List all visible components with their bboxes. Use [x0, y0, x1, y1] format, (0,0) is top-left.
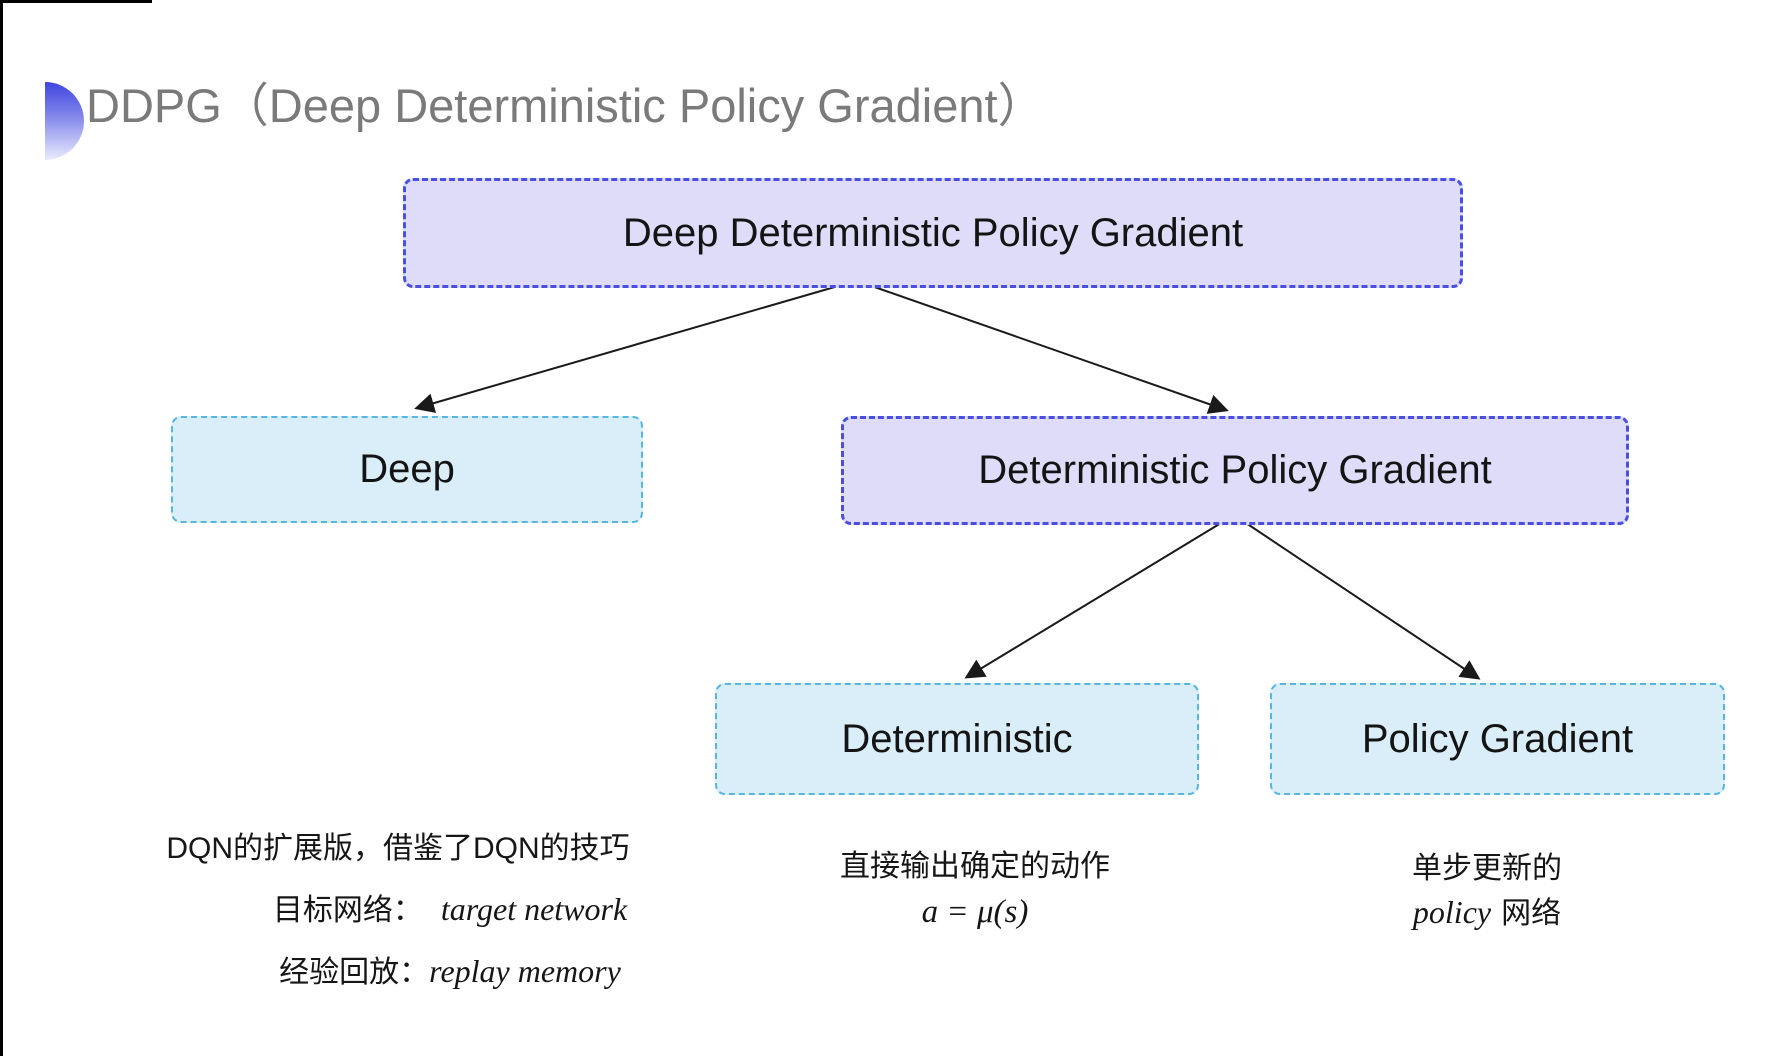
note-policy-rest: 网络 [1501, 897, 1562, 930]
title-bullet-icon [45, 82, 84, 160]
note-deep-line3: 经验回放：replay memory [118, 953, 678, 991]
note-deep-line2-label: 目标网络： [272, 894, 423, 927]
node-dpg-label: Deterministic Policy Gradient [978, 448, 1492, 492]
node-deterministic: Deterministic [715, 683, 1199, 795]
node-deep: Deep [171, 416, 643, 523]
note-deterministic: 直接输出确定的动作 a = μ(s) [765, 848, 1185, 940]
node-deterministic-policy-gradient: Deterministic Policy Gradient [841, 416, 1629, 525]
note-policy-gradient-line2: policy 网络 [1277, 894, 1697, 932]
page-title: DDPG（Deep Deterministic Policy Gradient） [86, 79, 1045, 132]
node-ddpg: Deep Deterministic Policy Gradient [403, 178, 1463, 288]
edge-ddpg-to-dpg [865, 283, 1229, 414]
note-deep: DQN的扩展版，借鉴了DQN的技巧 目标网络： target network 经验… [118, 830, 678, 1015]
screen-edge-top [0, 0, 152, 3]
note-deterministic-line1: 直接输出确定的动作 [840, 850, 1110, 883]
note-policy-gradient-line1: 单步更新的 [1412, 852, 1562, 885]
screen-edge-left [0, 0, 3, 1056]
node-policy-gradient-label: Policy Gradient [1361, 716, 1634, 761]
note-deep-line2: 目标网络： target network [118, 891, 678, 929]
node-ddpg-label: Deep Deterministic Policy Gradient [622, 210, 1244, 255]
edge-ddpg-to-deep [414, 283, 846, 413]
note-deep-line3-label: 经验回放： [279, 956, 430, 989]
edge-dpg-to-deterministic [964, 522, 1222, 679]
note-deep-line1: DQN的扩展版，借鉴了DQN的技巧 [166, 832, 630, 865]
note-deterministic-formula: a = μ(s) [921, 894, 1029, 930]
note-policy-gradient: 单步更新的 policy 网络 [1277, 850, 1697, 939]
node-policy-gradient: Policy Gradient [1270, 683, 1725, 795]
note-policy-term: policy [1412, 894, 1492, 930]
note-deep-line3-term: replay memory [429, 953, 621, 989]
edge-dpg-to-policy-gradient [1245, 522, 1481, 680]
node-deep-label: Deep [359, 447, 455, 491]
note-deep-line2-term: target network [440, 891, 628, 927]
node-deterministic-label: Deterministic [841, 716, 1073, 761]
